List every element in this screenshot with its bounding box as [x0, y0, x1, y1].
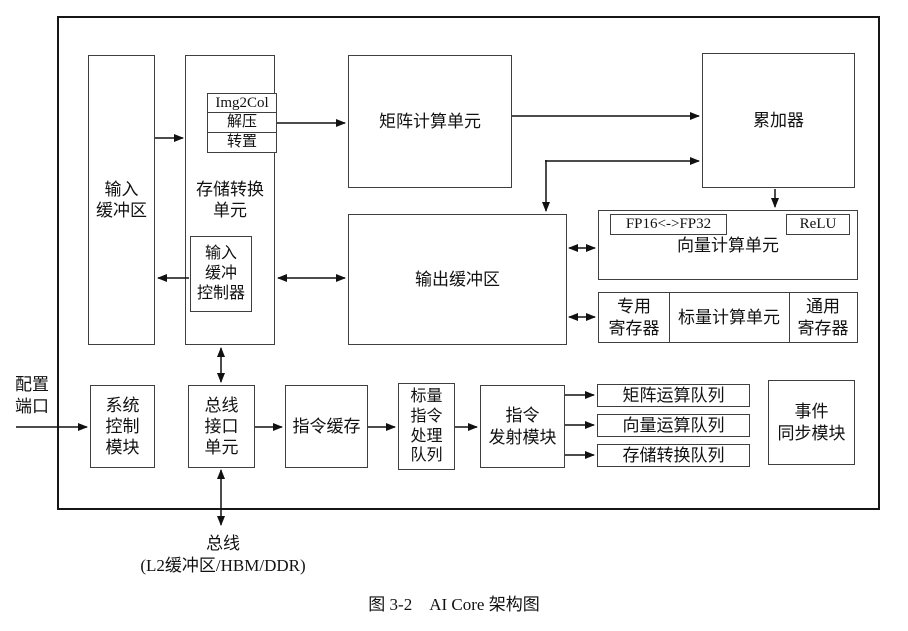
block-matrix-compute-unit: 矩阵计算单元	[348, 55, 512, 188]
block-special-registers: 专用 寄存器	[608, 297, 660, 338]
label-bus: 总线 (L2缓冲区/HBM/DDR)	[140, 534, 306, 576]
block-output-buffer: 输出缓冲区	[348, 214, 567, 345]
block-instruction-cache: 指令缓存	[285, 385, 368, 468]
block-general-registers: 通用 寄存器	[788, 293, 857, 342]
block-decompress: 解压	[207, 113, 277, 133]
block-fp16-fp32-convert: FP16<->FP32	[610, 214, 727, 235]
block-storage-conversion-queue: 存储转换队列	[597, 444, 750, 467]
block-instruction-dispatch-module: 指令 发射模块	[480, 385, 565, 468]
block-mte-function-stack: Img2Col 解压 转置	[207, 93, 277, 153]
block-transpose: 转置	[207, 133, 277, 153]
block-vector-op-queue: 向量运算队列	[597, 414, 750, 437]
block-scalar-row: 专用 寄存器 标量计算单元 通用 寄存器	[598, 292, 858, 343]
block-input-buffer: 输入 缓冲区	[88, 55, 155, 345]
block-matrix-op-queue: 矩阵运算队列	[597, 384, 750, 407]
block-scalar-compute-unit: 标量计算单元	[668, 293, 789, 342]
label-config-port: 配置 端口	[15, 375, 49, 417]
block-scalar-instruction-queue: 标量 指令 处理 队列	[398, 383, 455, 470]
block-bus-interface-unit: 总线 接口 单元	[188, 385, 255, 468]
block-relu: ReLU	[786, 214, 850, 235]
block-input-buffer-controller: 输入 缓冲 控制器	[190, 236, 252, 312]
block-img2col: Img2Col	[207, 93, 277, 113]
figure-caption: 图 3-2 AI Core 架构图	[368, 595, 540, 614]
block-system-control-module: 系统 控制 模块	[90, 385, 155, 468]
block-event-sync-module: 事件 同步模块	[768, 380, 855, 465]
block-accumulator: 累加器	[702, 53, 855, 188]
